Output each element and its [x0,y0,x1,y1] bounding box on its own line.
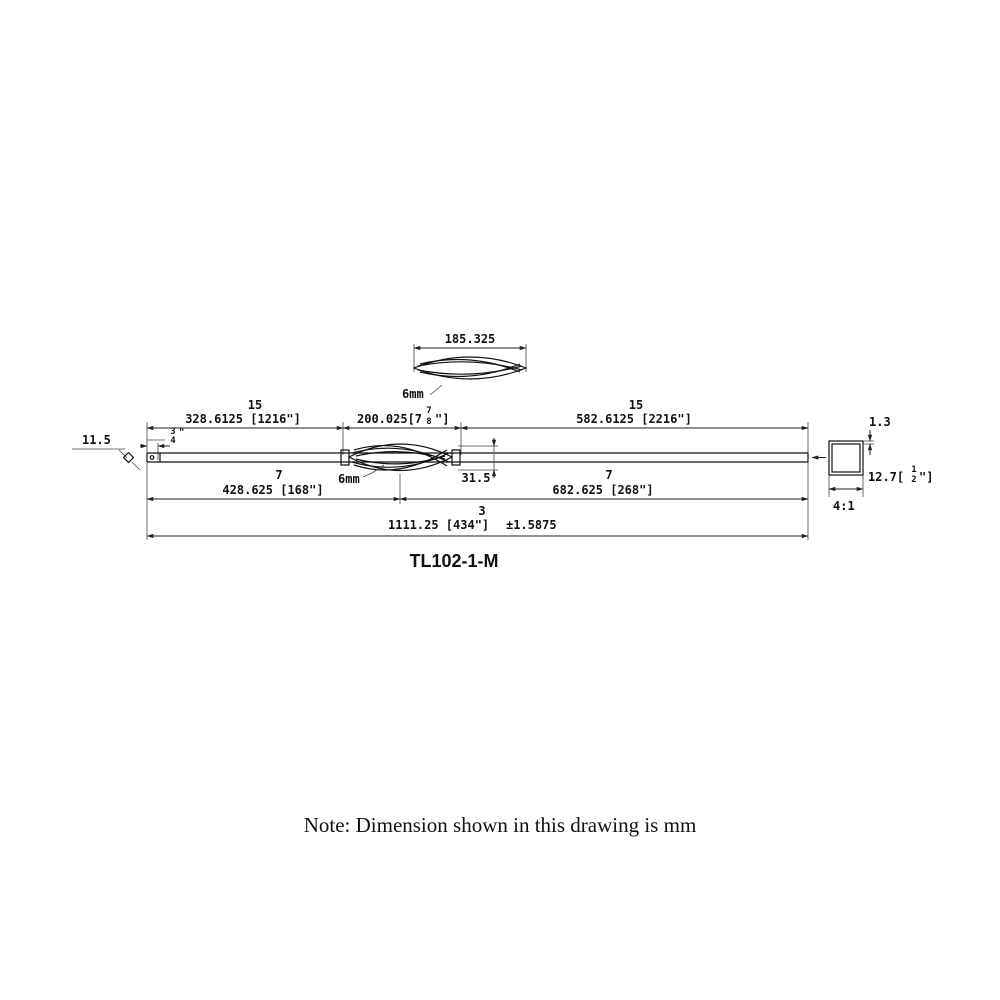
center-frac-num: 7 [426,406,431,416]
bottom-dimensions: 7 428.625 [168"] 7 682.625 [268"] 3 1111… [146,462,809,540]
right-spacing-label: 582.6125 [2216"] [576,412,692,426]
twist-bar-size-label: 6mm [402,387,424,401]
basket-collar-right [451,449,461,466]
tube-section-outer [828,440,864,476]
right-center-distance: 682.625 [268"] [552,483,653,497]
top-dimensions: 15 328.6125 [1216"] 200.025[7 7 8 "] 15 … [146,398,809,455]
part-number-title: TL102-1-M [409,551,498,571]
hole-offset-unit: " [179,428,184,438]
section-scale-label: 4:1 [833,499,855,513]
end-square-section [122,451,135,464]
right-center-count: 7 [605,468,612,482]
twist-detail: 185.325 6mm [402,332,528,401]
left-center-distance: 428.625 [168"] [222,483,323,497]
end-width-label: 11.5 [82,433,111,447]
overall-tolerance: ±1.5875 [506,518,557,532]
basket-height-dimension: 31.5 [458,438,498,485]
tube-section-inner [831,443,861,473]
left-bar-count: 15 [248,398,262,412]
mounting-hole [149,455,155,460]
left-spacing-label: 328.6125 [1216"] [185,412,301,426]
tube-wall-label: 1.3 [869,415,891,429]
overall-length-label: 1111.25 [434"] [388,518,489,532]
basket-bar-size-label: 6mm [338,472,360,486]
tube-size-frac-num: 1 [911,465,916,475]
basket-collar-left [340,449,350,466]
center-spacing-label: 200.025[7 [357,412,422,426]
tube-size-frac-den: 2 [911,475,916,485]
hole-offset-den: 4 [170,436,176,446]
left-end-detail: 11.5 3 4 " [72,427,184,471]
dimension-note: Note: Dimension shown in this drawing is… [304,813,697,837]
center-frac-suffix: "] [435,412,449,426]
overall-count: 3 [478,504,485,518]
twist-length-label: 185.325 [445,332,496,346]
tube-size-label: 12.7[ [868,470,904,484]
basket-twist: 6mm [338,443,461,486]
hole-offset-num: 3 [170,427,175,437]
left-center-count: 7 [275,468,282,482]
center-frac-den: 8 [426,417,431,427]
tube-size-suffix: "] [919,470,933,484]
section-view: 1.3 12.7[ 1 2 "] 4:1 [811,415,933,513]
twist-detail-shape [412,356,528,380]
basket-height-label: 31.5 [462,471,491,485]
right-bar-count: 15 [629,398,643,412]
main-bar [146,452,809,463]
